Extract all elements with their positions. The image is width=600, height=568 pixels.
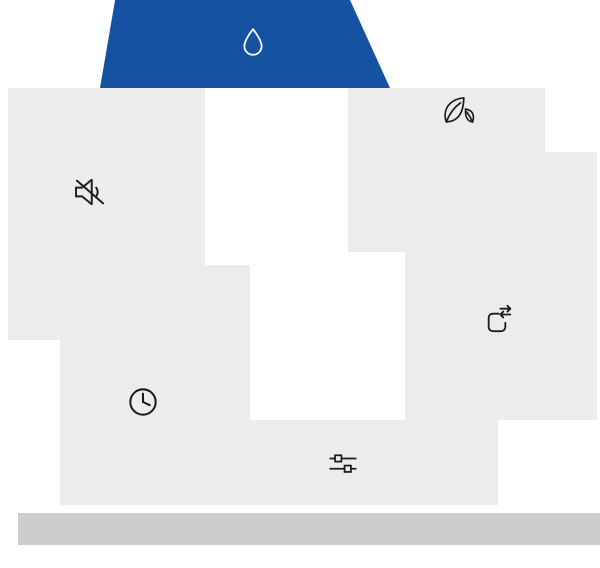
hose-connection-arrows-icon <box>477 302 517 342</box>
bottom-bar <box>18 513 600 545</box>
clock-icon <box>124 383 162 421</box>
sliders-icon <box>324 445 362 483</box>
water-drop-icon <box>235 24 271 60</box>
tile-settings[interactable] <box>205 420 498 505</box>
muted-speaker-icon <box>69 171 111 213</box>
leaves-icon <box>438 92 478 132</box>
tile-water-connection[interactable] <box>405 152 597 420</box>
header-banner <box>100 0 390 88</box>
